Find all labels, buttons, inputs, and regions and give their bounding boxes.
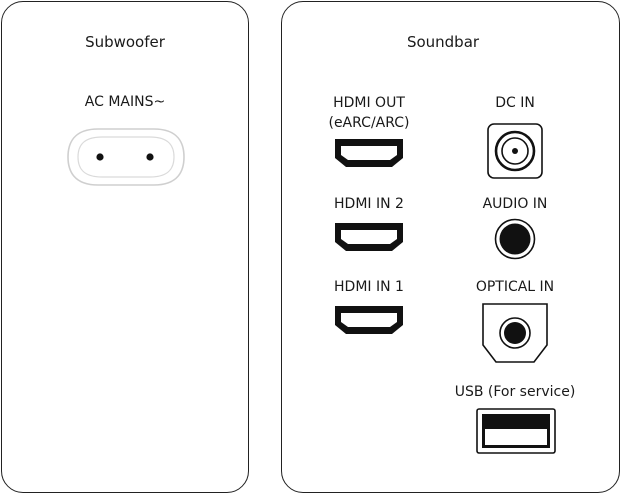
- subwoofer-panel: [1, 1, 249, 493]
- optical-in-port-icon: [482, 303, 548, 363]
- audio-in-label: AUDIO IN: [482, 196, 548, 212]
- dc-in-label: DC IN: [495, 95, 535, 111]
- dc-in-jack-icon: [487, 123, 543, 179]
- subwoofer-title: Subwoofer: [85, 33, 165, 51]
- hdmi-in-1-label: HDMI IN 1: [334, 279, 404, 295]
- ac-mains-label: AC MAINS~: [84, 94, 166, 110]
- soundbar-panel: [281, 1, 620, 493]
- usb-label: USB (For service): [454, 384, 576, 400]
- hdmi-in-2-label: HDMI IN 2: [334, 196, 404, 212]
- hdmi-out-sublabel: (eARC/ARC): [328, 115, 410, 131]
- audio-in-jack-icon: [494, 218, 536, 260]
- hdmi-in-2-port-icon: [334, 222, 404, 252]
- optical-in-label: OPTICAL IN: [475, 279, 555, 295]
- ac-mains-socket-icon: [66, 127, 186, 187]
- hdmi-in-1-port-icon: [334, 305, 404, 335]
- soundbar-title: Soundbar: [406, 33, 480, 51]
- hdmi-out-label: HDMI OUT: [333, 95, 405, 111]
- hdmi-out-port-icon: [334, 138, 404, 168]
- usb-port-icon: [476, 408, 556, 454]
